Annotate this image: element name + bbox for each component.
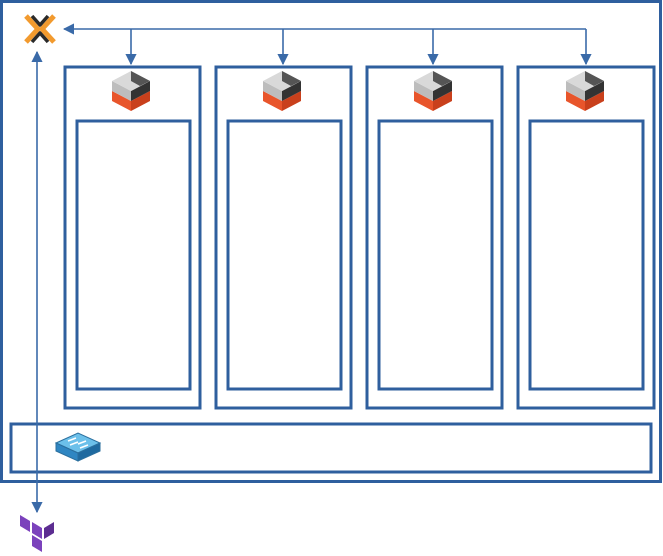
- server-node-icon: [112, 71, 150, 111]
- network-bar: [9, 422, 653, 474]
- node-inner-box: [226, 119, 343, 391]
- node-inner-box: [528, 119, 645, 391]
- server-node-icon: [566, 71, 604, 111]
- proxmox-x-icon: [24, 14, 56, 44]
- server-node-icon: [263, 71, 301, 111]
- node-inner-box: [377, 119, 494, 391]
- node-column-2: [214, 65, 353, 410]
- network-switch-icon: [54, 432, 102, 462]
- node-column-3: [365, 65, 504, 410]
- terraform-icon: [20, 515, 54, 552]
- node-column-1: [63, 65, 202, 410]
- server-node-icon: [414, 71, 452, 111]
- node-inner-box: [75, 119, 192, 391]
- connectors: [31, 23, 592, 514]
- node-column-4: [516, 65, 656, 410]
